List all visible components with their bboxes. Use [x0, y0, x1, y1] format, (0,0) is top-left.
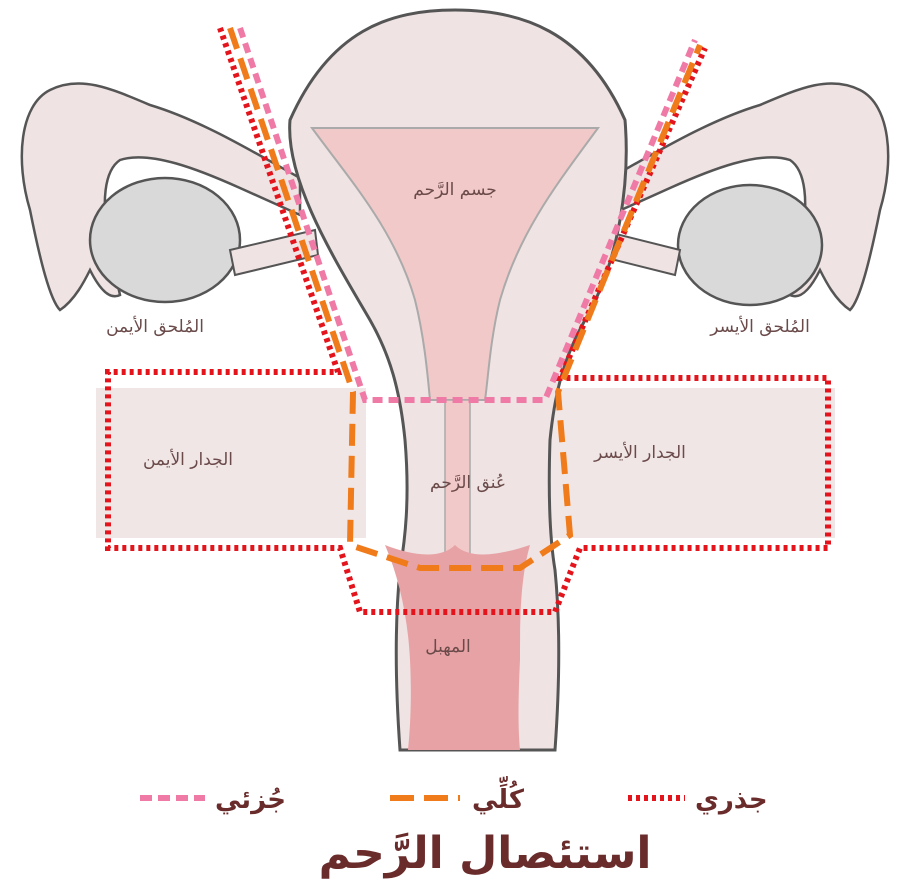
chevron-left-icon	[68, 425, 90, 485]
legend-label-total: كُلِّي	[472, 776, 525, 815]
left-adnexa-label: المُلحق الأيسر	[709, 316, 810, 337]
prev-slide-button[interactable]	[68, 425, 90, 485]
chevron-right-icon	[834, 425, 856, 485]
legend-label-partial: جُزئي	[215, 785, 286, 815]
legend-item-radical: جذري	[628, 785, 768, 815]
diagram-title: استئصال الرَّحم	[319, 828, 652, 879]
cervix-label: عُنق الرَّحم	[430, 473, 506, 493]
left-wall-band	[545, 388, 835, 538]
next-slide-button[interactable]	[834, 425, 856, 485]
left-wall-label: الجدار الأيسر	[593, 442, 686, 463]
vagina-label: المهبل	[425, 637, 471, 657]
right-wall-label: الجدار الأيمن	[143, 449, 233, 470]
right-adnexa-label: المُلحق الأيمن	[106, 316, 204, 337]
legend-item-partial: جُزئي	[140, 785, 286, 815]
uterus-body-label: جسم الرَّحم	[413, 180, 497, 200]
right-ovary	[90, 178, 240, 302]
legend-label-radical: جذري	[695, 785, 768, 815]
legend-item-total: كُلِّي	[390, 776, 525, 815]
legend: جُزئي كُلِّي جذري	[140, 776, 768, 815]
left-ovary	[678, 185, 822, 305]
